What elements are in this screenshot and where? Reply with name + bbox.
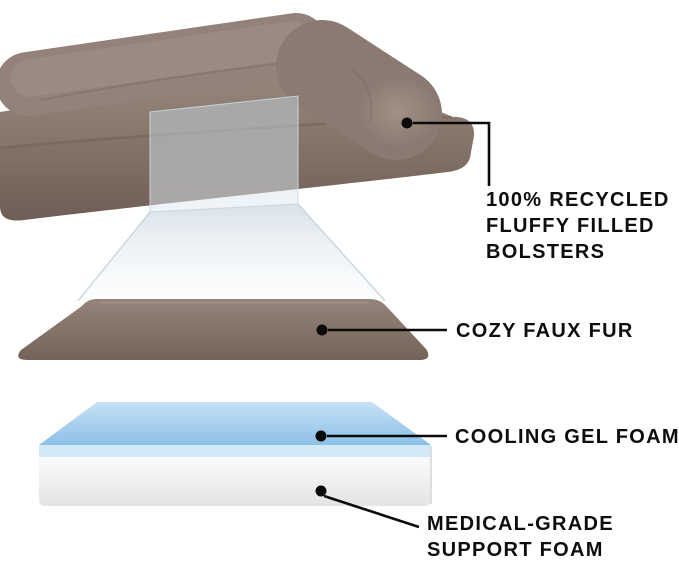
callout-label-line: 100% RECYCLED [486,189,670,211]
arm-bolster-endcap [356,79,440,151]
callout-label-line: FLUFFY FILLED [486,215,655,237]
callout-dot-faux-fur [316,324,328,336]
callout-label-gel-foam: COOLING GEL FOAM [455,424,679,450]
cutaway-window [149,95,299,213]
cooling-gel-top [39,402,431,445]
callout-lines [323,121,491,529]
callout-dot-gel-foam [315,430,327,442]
callout-label-line: BOLSTERS [486,241,606,263]
support-foam-front [39,457,431,506]
faux-fur-layer [18,299,429,360]
projection-edge-left [77,211,151,302]
arm-bolster-crease [351,69,373,123]
back-bolster-crease [39,61,293,101]
pet-sofa [0,13,475,221]
cooling-gel-front [39,445,431,457]
callout-label-bolsters: 100% RECYCLED FLUFFY FILLED BOLSTERS [486,187,670,265]
callout-dot-bolsters [401,117,413,129]
callout-label-line: COZY FAUX FUR [456,320,634,342]
callout-line-support-foam [323,494,420,529]
projection-beam [78,204,385,301]
callout-dots [315,117,413,497]
callout-label-line: SUPPORT FOAM [427,539,604,561]
callout-label-support-foam: MEDICAL-GRADE SUPPORT FOAM [427,511,614,563]
callout-dot-support-foam [315,485,327,497]
projection-edge-right [297,203,386,302]
callout-label-faux-fur: COZY FAUX FUR [456,318,634,344]
cutaway-projection [77,95,386,302]
callout-label-line: MEDICAL-GRADE [427,513,614,535]
back-bolster-highlight [11,21,313,97]
callout-label-line: COOLING GEL FOAM [455,426,679,448]
foam-box [39,402,432,506]
callout-line-bolsters [413,121,491,186]
